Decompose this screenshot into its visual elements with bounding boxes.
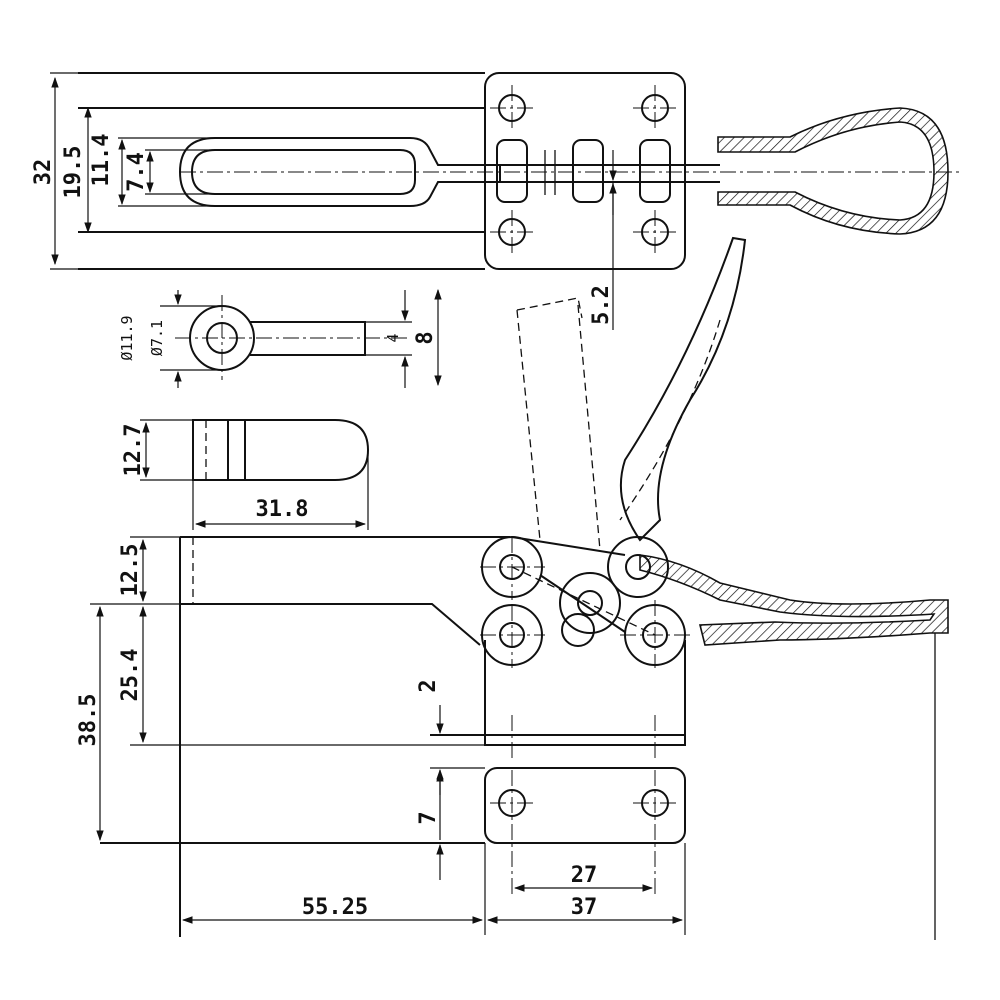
top-arm-outline (78, 72, 485, 270)
dim-32: 32 (31, 159, 56, 186)
dim-19-5: 19.5 (61, 146, 86, 199)
dim-7: 7 (416, 811, 441, 824)
pivot-linkage (480, 536, 690, 668)
top-slot-inner (190, 149, 416, 195)
tip-detail: 12.7 31.8 (121, 419, 370, 530)
dim-38-5: 38.5 (76, 694, 101, 747)
dim-eye-outer: Ø11.9 (118, 315, 136, 360)
top-mount-holes (490, 85, 678, 255)
dim-eye-inner: Ø7.1 (148, 320, 166, 356)
side-handle (639, 554, 949, 646)
top-view: 32 19.5 11.4 7.4 5.2 (31, 72, 960, 330)
side-open-arm (516, 297, 601, 551)
dim-11-4: 11.4 (89, 134, 114, 187)
dim-55-25: 55.25 (302, 895, 368, 920)
dim-12-7: 12.7 (121, 424, 146, 477)
side-open-handle (619, 236, 747, 542)
top-slot-outer (178, 137, 501, 207)
dim-5-2: 5.2 (589, 285, 614, 325)
top-handle (717, 107, 949, 235)
side-mount-plate (484, 767, 686, 844)
eye-bolt-detail: Ø11.9 Ø7.1 4 8 (118, 288, 442, 388)
dim-shank: 4 (384, 333, 402, 342)
dim-2: 2 (416, 679, 441, 692)
side-arm (179, 536, 510, 937)
side-base (484, 640, 686, 746)
dim-31-8: 31.8 (256, 497, 309, 522)
side-view: 12.5 25.4 38.5 2 7 27 37 55.25 (76, 236, 949, 940)
dim-12-5: 12.5 (118, 544, 143, 597)
top-left-dimensions: 32 19.5 11.4 7.4 (31, 72, 215, 270)
dim-shank-outer: 8 (413, 331, 438, 344)
dim-7-4: 7.4 (124, 152, 149, 192)
dim-27: 27 (571, 863, 598, 888)
top-base-plate (484, 72, 686, 270)
dim-37: 37 (571, 895, 598, 920)
dim-25-4: 25.4 (118, 649, 143, 702)
